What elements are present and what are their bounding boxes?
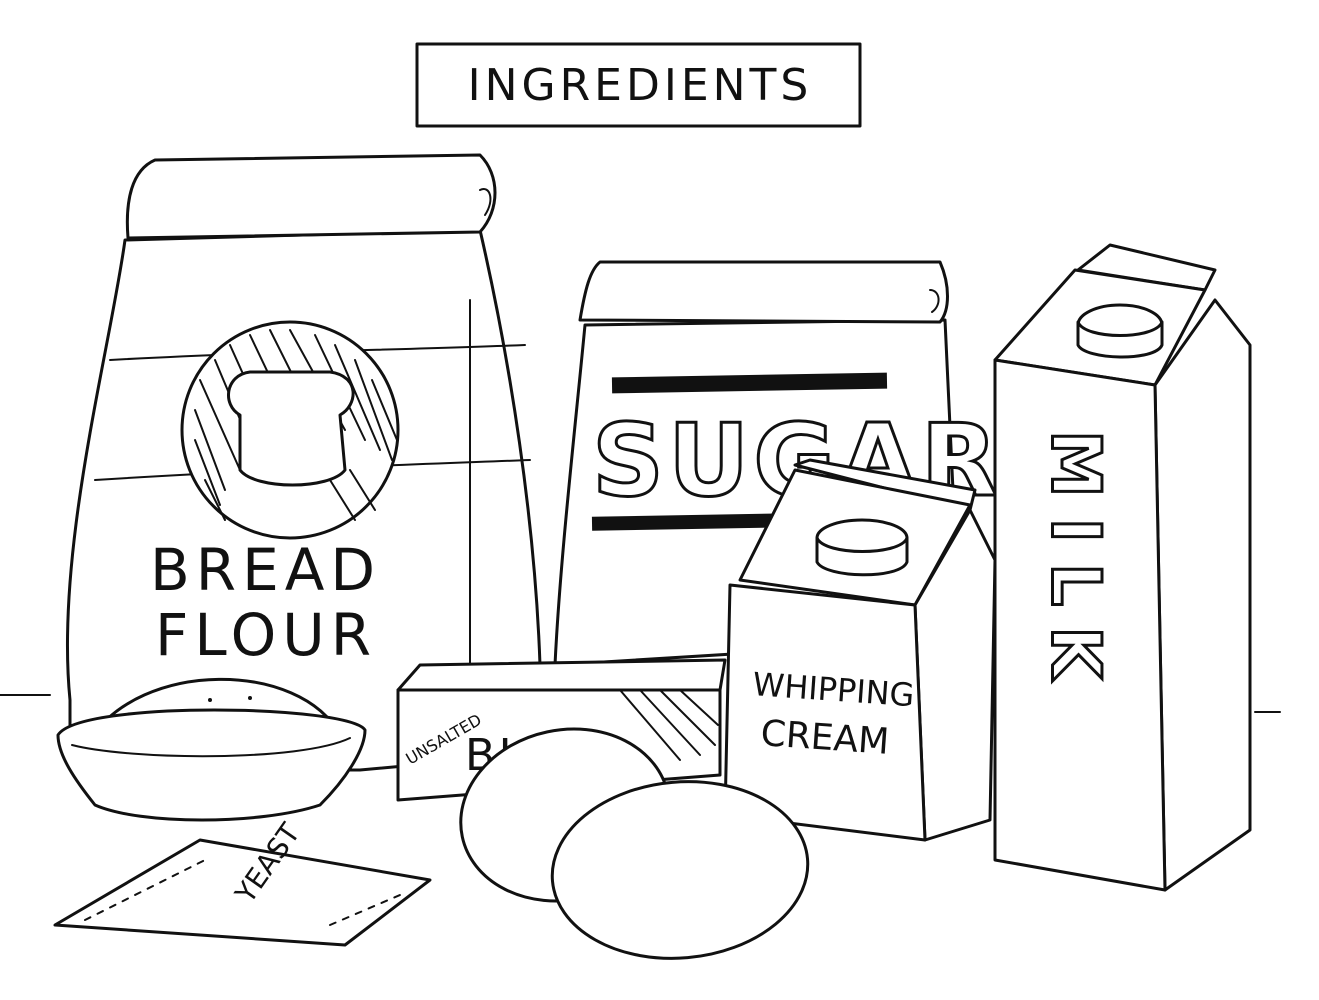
milk-label: MILK — [1036, 430, 1115, 699]
eggs — [459, 727, 810, 960]
cream-line2: CREAM — [759, 713, 890, 763]
sugar-label: SUGAR — [592, 402, 1002, 519]
title-box: INGREDIENTS — [415, 42, 862, 128]
bread-flour-line1: BREAD — [150, 536, 381, 604]
bread-slice-icon — [227, 370, 355, 487]
bread-flour-line2: FLOUR — [155, 601, 377, 669]
egg-front — [550, 780, 810, 960]
sugar-top-stripe — [611, 372, 888, 394]
table-edge-line — [0, 694, 1281, 713]
yeast-dish — [56, 677, 367, 822]
title-text: INGREDIENTS — [468, 60, 813, 111]
bread-flour-bag: BREAD FLOUR — [65, 153, 542, 772]
yeast-packet: YEAST — [53, 817, 432, 947]
milk-carton: MILK — [993, 243, 1252, 892]
sugar-bottom-stripe — [591, 513, 793, 531]
whipping-cream-carton: WHIPPING CREAM — [723, 458, 997, 842]
